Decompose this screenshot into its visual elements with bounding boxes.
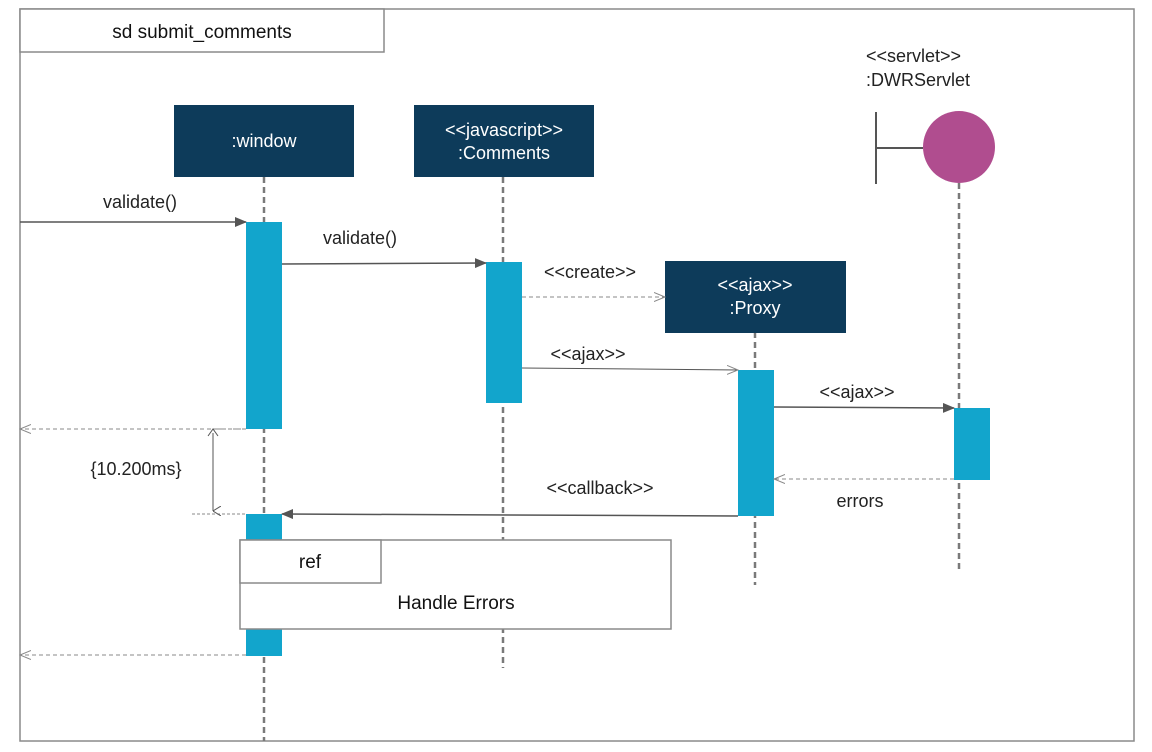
- ref-fragment[interactable]: ref Handle Errors: [239, 539, 672, 630]
- message-ajax-proxy-label: <<ajax>>: [550, 344, 625, 364]
- duration-constraint: {10.200ms}: [90, 428, 246, 514]
- lifeline-header-proxy[interactable]: <<ajax>> :Proxy: [665, 261, 846, 333]
- message-errors-label: errors: [836, 491, 883, 511]
- message-create-label: <<create>>: [544, 262, 636, 282]
- message-create[interactable]: <<create>>: [522, 262, 665, 297]
- activation-window-1: [246, 222, 282, 429]
- message-validate[interactable]: validate(): [281, 228, 487, 269]
- duration-label: {10.200ms}: [90, 459, 181, 479]
- servlet-label: :DWRServlet: [866, 70, 970, 90]
- activation-servlet: [954, 408, 990, 480]
- message-validate-found-label: validate(): [103, 192, 177, 212]
- message-callback-label: <<callback>>: [546, 478, 653, 498]
- message-validate-label: validate(): [323, 228, 397, 248]
- message-validate-found[interactable]: validate(): [20, 192, 247, 227]
- comments-label: :Comments: [458, 143, 550, 163]
- message-ajax-servlet[interactable]: <<ajax>>: [773, 382, 955, 413]
- proxy-label: :Proxy: [729, 298, 780, 318]
- frame-title-tab: sd submit_comments: [19, 8, 385, 53]
- lifeline-header-window[interactable]: :window: [174, 105, 354, 177]
- message-ajax-servlet-label: <<ajax>>: [819, 382, 894, 402]
- lifeline-header-comments[interactable]: <<javascript>> :Comments: [414, 105, 594, 177]
- comments-stereotype: <<javascript>>: [445, 120, 563, 140]
- activation-proxy: [738, 370, 774, 516]
- lifeline-header-servlet[interactable]: <<servlet>> :DWRServlet: [866, 46, 995, 184]
- message-callback[interactable]: <<callback>>: [281, 478, 739, 520]
- proxy-stereotype: <<ajax>>: [717, 275, 792, 295]
- window-label: :window: [231, 131, 297, 151]
- ref-label: Handle Errors: [397, 593, 514, 614]
- message-errors-return[interactable]: errors: [774, 479, 954, 511]
- frame-title: sd submit_comments: [112, 22, 292, 43]
- message-ajax-proxy[interactable]: <<ajax>>: [521, 344, 738, 370]
- ref-tag-box: [239, 539, 382, 584]
- activation-comments: [486, 262, 522, 403]
- ref-tag: ref: [299, 552, 322, 573]
- boundary-icon: [875, 111, 995, 184]
- servlet-stereotype: <<servlet>>: [866, 46, 961, 66]
